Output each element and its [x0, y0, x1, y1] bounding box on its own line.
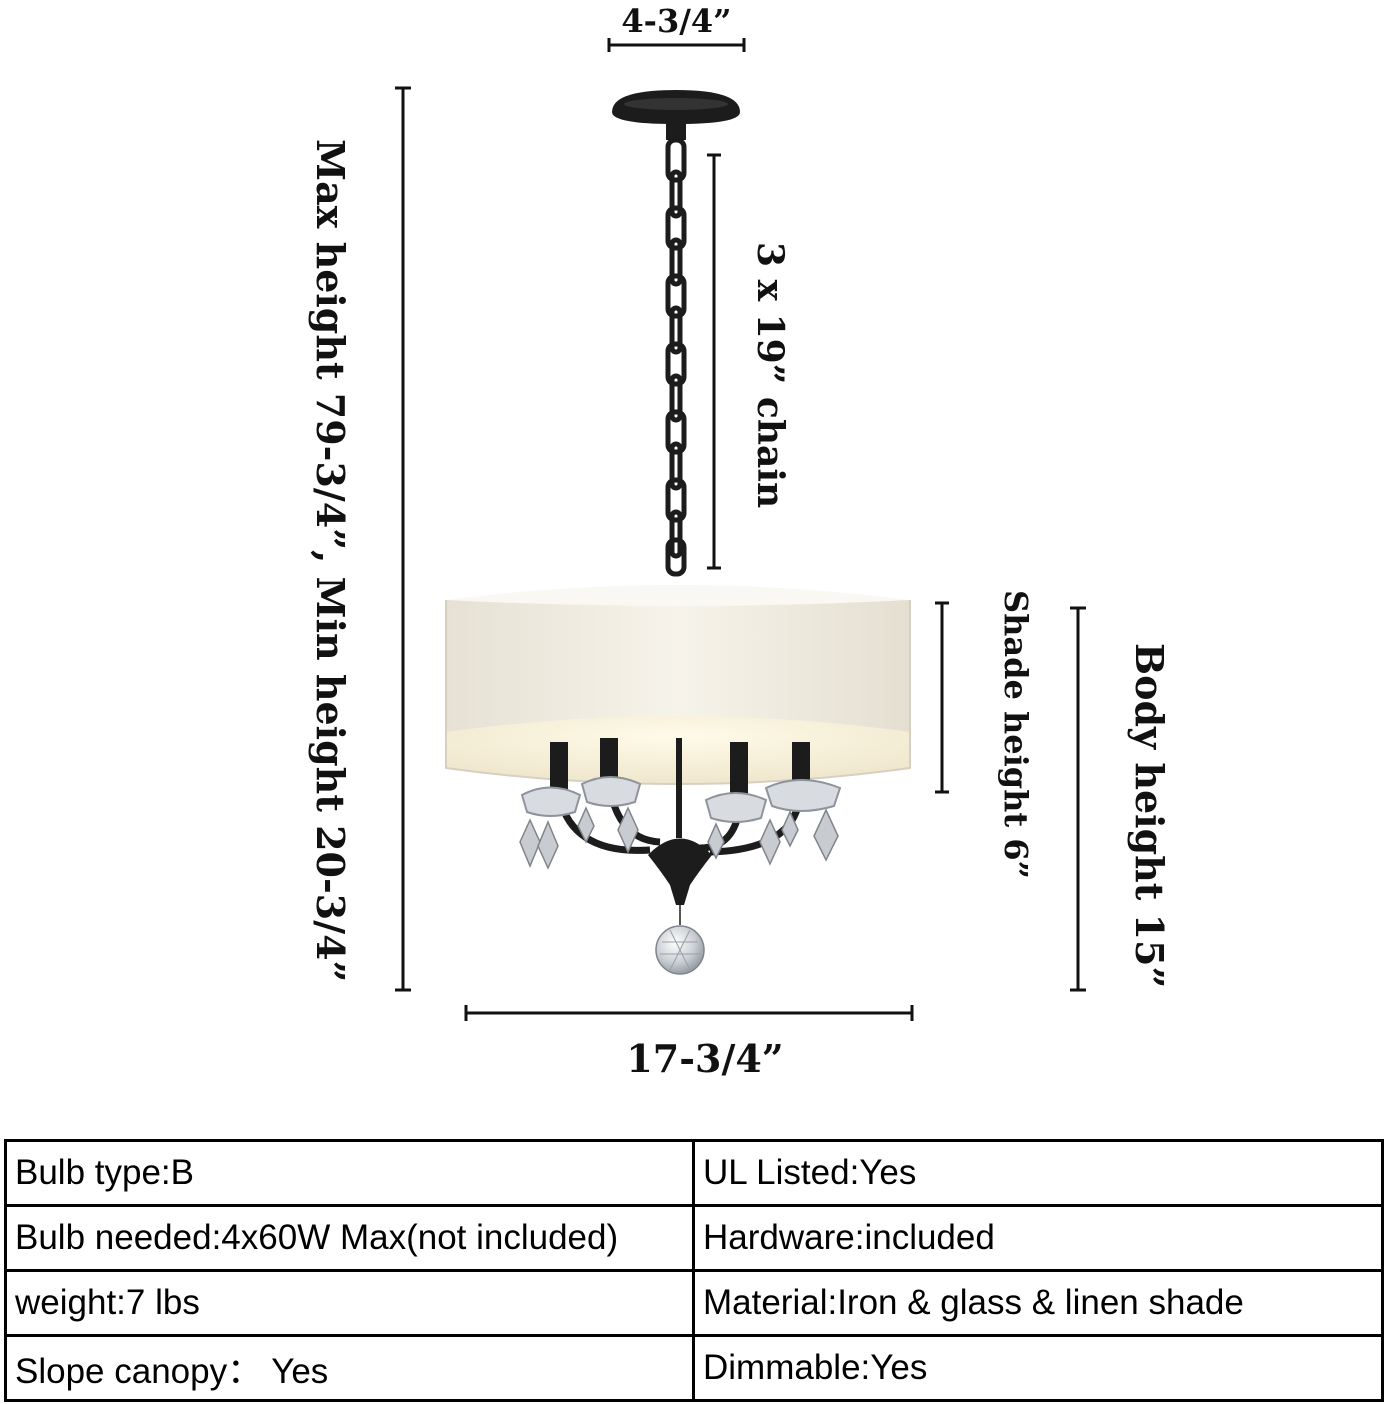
spec-weight: weight:7 lbs: [4, 1269, 695, 1337]
shade-width-label: 17-3/4”: [626, 1036, 784, 1081]
table-row: Bulb needed:4x60W Max(not included) Hard…: [4, 1204, 1384, 1272]
body-height-label: Body height 15”: [1127, 643, 1172, 989]
chandelier-diagram-svg: [395, 38, 1086, 1021]
crystal-drops: [519, 806, 839, 870]
ceiling-canopy: [612, 90, 740, 140]
product-dimension-diagram: 4-3/4” Max height 79-3/4”, Min height 20…: [308, 2, 1172, 1081]
chain-length-label: 3 x 19” chain: [749, 242, 791, 509]
shade-height-label: Shade height 6”: [997, 590, 1035, 879]
dimension-lines: [395, 38, 1086, 1021]
canopy-width-label: 4-3/4”: [621, 2, 732, 40]
spec-bulb-type: Bulb type:B: [4, 1139, 695, 1207]
table-row: Bulb type:B UL Listed:Yes: [4, 1139, 1384, 1207]
spec-bulb-needed: Bulb needed:4x60W Max(not included): [4, 1204, 695, 1272]
table-row: Slope canopy： Yes Dimmable:Yes: [4, 1334, 1384, 1402]
spec-dimmable: Dimmable:Yes: [692, 1334, 1384, 1402]
spec-slope-canopy: Slope canopy： Yes: [4, 1334, 695, 1402]
crystal-bobeches: [520, 776, 842, 823]
spec-table: Bulb type:B UL Listed:Yes Bulb needed:4x…: [4, 1139, 1384, 1402]
spec-hardware: Hardware:included: [692, 1204, 1384, 1272]
table-row: weight:7 lbs Material:Iron & glass & lin…: [4, 1269, 1384, 1337]
max-min-height-label: Max height 79-3/4”, Min height 20-3/4”: [308, 139, 353, 983]
spec-material: Material:Iron & glass & linen shade: [692, 1269, 1384, 1337]
hanging-chain: [665, 137, 687, 577]
spec-ul-listed: UL Listed:Yes: [692, 1139, 1384, 1207]
crystal-ball-pendant: [655, 905, 705, 975]
